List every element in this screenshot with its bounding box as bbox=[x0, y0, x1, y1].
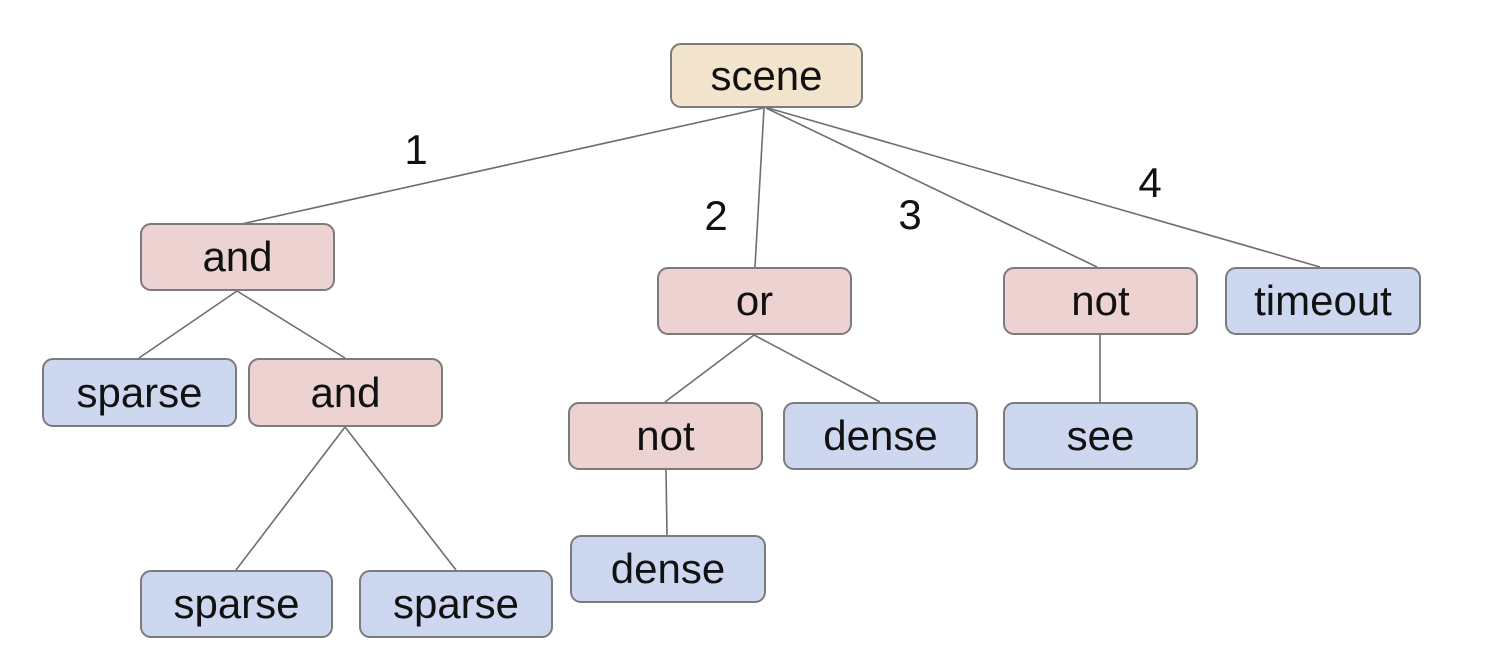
node-not: not bbox=[1003, 267, 1198, 335]
node-sparse-1: sparse bbox=[42, 358, 237, 427]
edge-label-2: 2 bbox=[704, 192, 728, 239]
edge-label-1: 1 bbox=[404, 126, 428, 173]
edge-not-dense bbox=[665, 469, 668, 536]
node-see: see bbox=[1003, 402, 1198, 470]
edge-or-dense bbox=[753, 334, 881, 403]
node-sparse-3: sparse bbox=[359, 570, 553, 638]
edge-label-4: 4 bbox=[1138, 159, 1162, 206]
node-sparse-2: sparse bbox=[140, 570, 333, 638]
edge-and-sparse bbox=[138, 290, 238, 359]
node-scene: scene bbox=[670, 43, 863, 108]
edge-and2-sparse-left bbox=[235, 426, 346, 571]
node-dense-1: dense bbox=[783, 402, 978, 470]
edge-scene-timeout bbox=[767, 107, 1321, 268]
node-and-2: and bbox=[248, 358, 443, 427]
edge-scene-not bbox=[765, 107, 1098, 268]
node-and: and bbox=[140, 223, 335, 291]
edge-and2-sparse-right bbox=[344, 426, 457, 571]
node-timeout: timeout bbox=[1225, 267, 1421, 335]
node-not-2: not bbox=[568, 402, 763, 470]
edge-label-3: 3 bbox=[898, 191, 922, 238]
edge-or-not bbox=[664, 334, 755, 403]
edge-scene-or bbox=[754, 107, 765, 268]
edge-scene-and bbox=[236, 107, 764, 226]
node-dense-2: dense bbox=[570, 535, 766, 603]
edge-and-and bbox=[236, 290, 346, 359]
node-or: or bbox=[657, 267, 852, 335]
